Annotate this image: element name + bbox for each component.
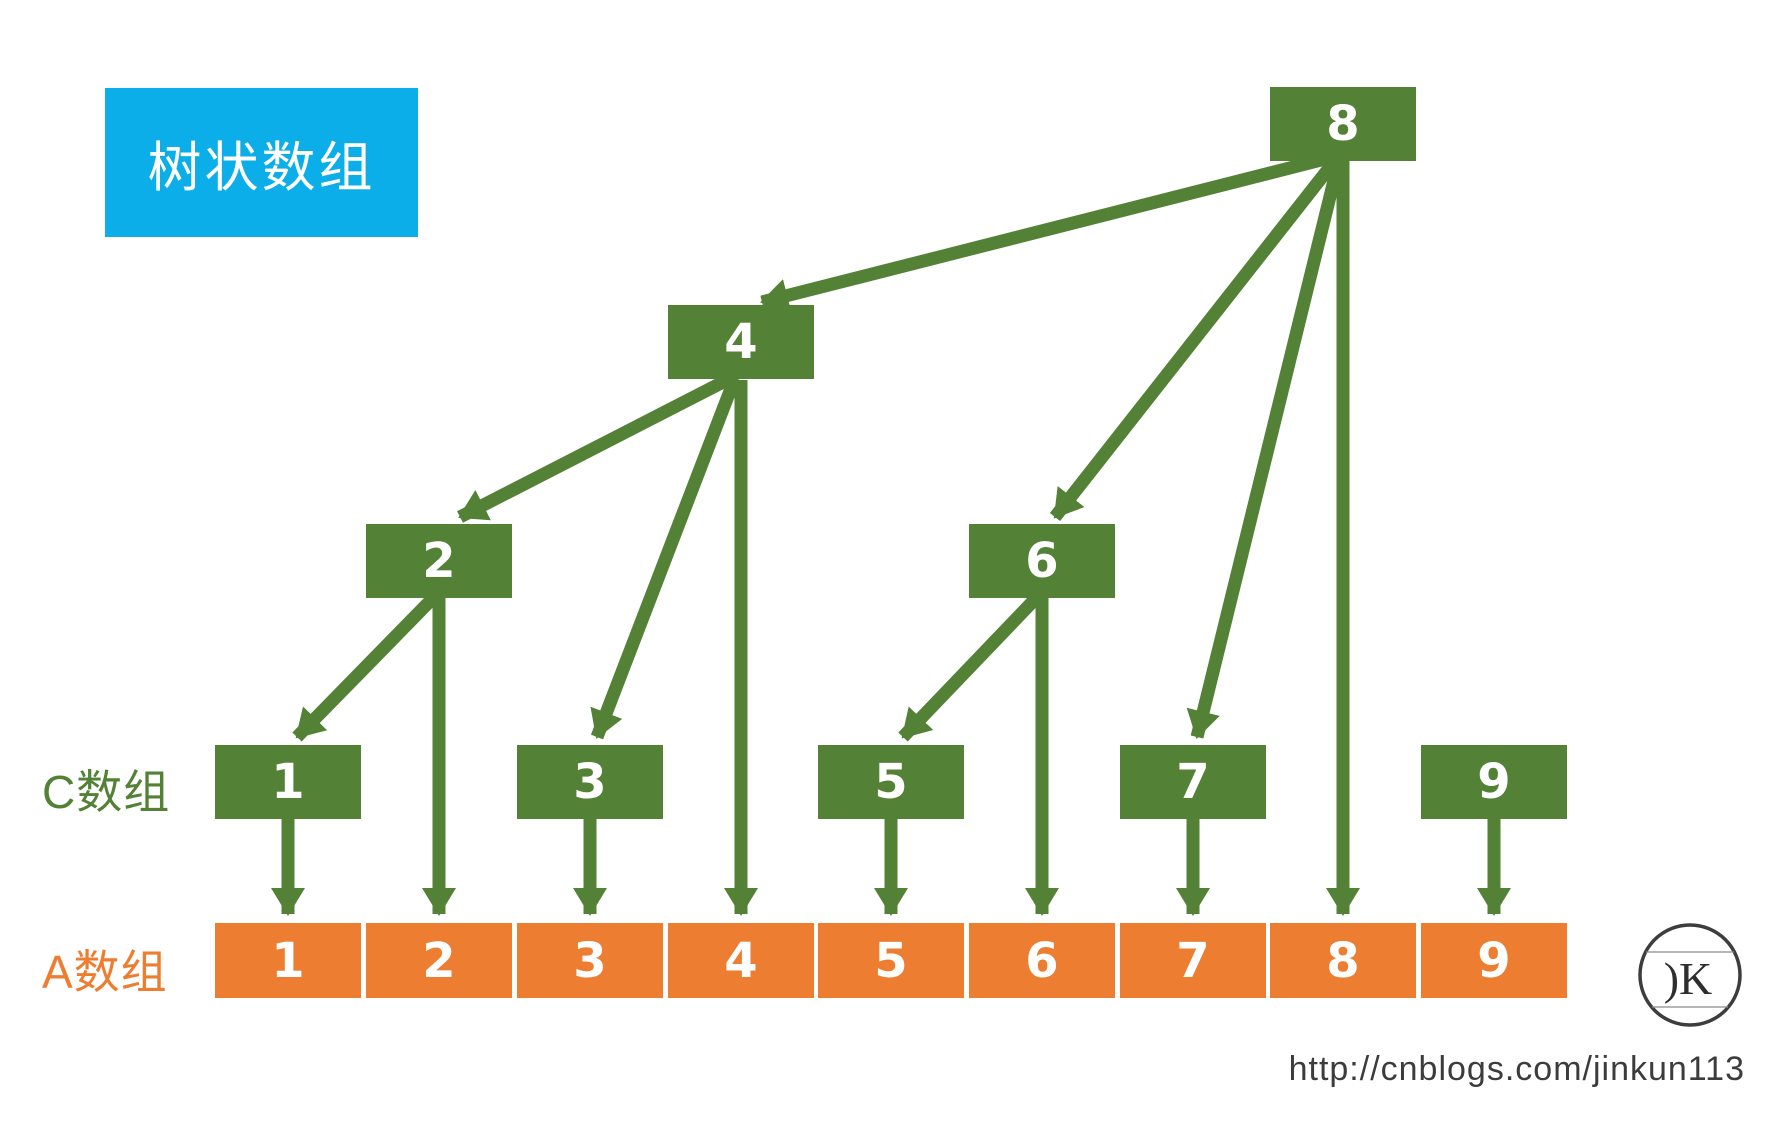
a-cell-5: 5 xyxy=(818,923,964,998)
logo-circle xyxy=(1638,923,1742,1027)
a-cell-3: 3 xyxy=(517,923,663,998)
jk-logo: )K xyxy=(1638,923,1742,1027)
tree-node-c3: 3 xyxy=(517,745,663,819)
arrow-8-to-7 xyxy=(1186,158,1346,739)
a-cell-8: 8 xyxy=(1270,923,1416,998)
a-cell-7: 7 xyxy=(1120,923,1266,998)
a-cell-2: 2 xyxy=(366,923,512,998)
a-cell-1: 1 xyxy=(215,923,361,998)
a-cell-4: 4 xyxy=(668,923,814,998)
c-array-label: C数组 xyxy=(42,766,171,818)
a-cell-9: 9 xyxy=(1421,923,1567,998)
a-cell-6: 6 xyxy=(969,923,1115,998)
arrow-8-to-6 xyxy=(1049,153,1343,522)
tree-node-6: 6 xyxy=(969,524,1115,598)
footer-url: http://cnblogs.com/jinkun113 xyxy=(1288,1050,1745,1088)
tree-node-8: 8 xyxy=(1270,87,1416,161)
arrow-4-to-2 xyxy=(457,371,736,523)
tree-node-c1: 1 xyxy=(215,745,361,819)
arrow-2-to-1 xyxy=(292,590,441,742)
arrow-4-to-3 xyxy=(590,375,742,740)
arrow-8-to-4 xyxy=(760,149,1339,313)
tree-node-c5: 5 xyxy=(818,745,964,819)
title-badge: 树状数组 xyxy=(105,88,418,237)
tree-node-c9: 9 xyxy=(1421,745,1567,819)
tree-node-2: 2 xyxy=(366,524,512,598)
logo-monogram: )K xyxy=(1664,953,1713,1004)
tree-node-c7: 7 xyxy=(1120,745,1266,819)
tree-node-4: 4 xyxy=(668,305,814,379)
a-array-label: A数组 xyxy=(42,946,168,998)
arrow-6-to-5 xyxy=(898,590,1044,742)
